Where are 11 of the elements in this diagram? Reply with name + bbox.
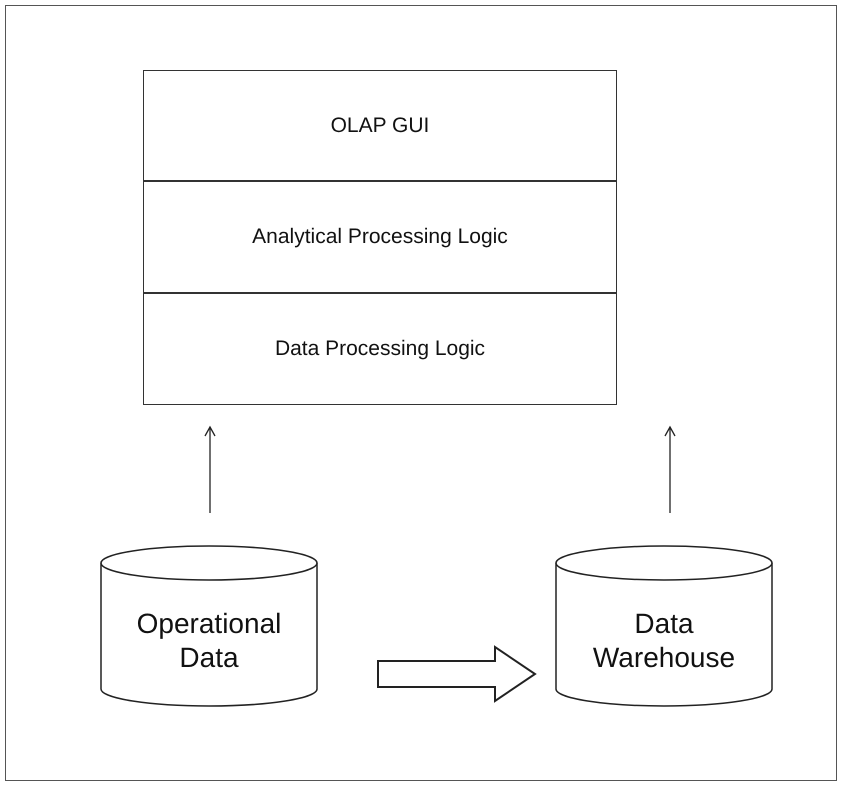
- node-label: Analytical Processing Logic: [252, 224, 508, 250]
- node-label: Data Warehouse: [592, 607, 736, 675]
- layer-box: [143, 70, 617, 181]
- node-label: Operational Data: [136, 607, 282, 675]
- node-label: OLAP GUI: [330, 112, 430, 139]
- arrow: [204, 426, 216, 513]
- layer-box: [143, 181, 617, 293]
- block-arrow: [377, 645, 537, 703]
- layer-box: [143, 293, 617, 405]
- arrow: [664, 426, 676, 513]
- node-label: Data Processing Logic: [274, 336, 486, 362]
